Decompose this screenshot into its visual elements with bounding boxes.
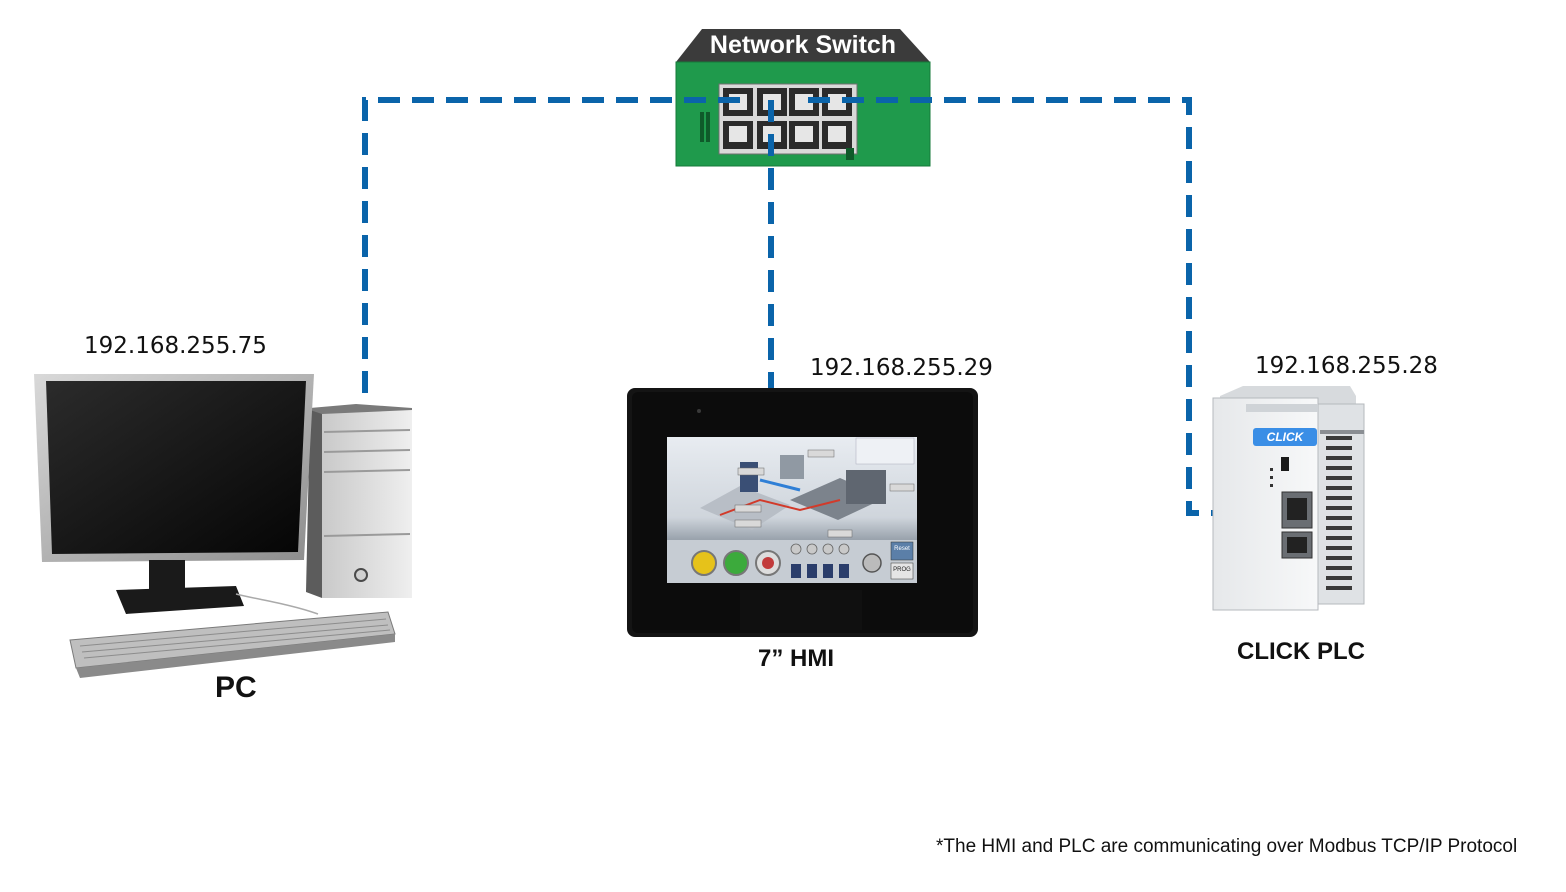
hmi-label: 7” HMI bbox=[758, 645, 835, 672]
switch-title: Network Switch bbox=[709, 31, 897, 59]
cable-pc bbox=[362, 97, 740, 405]
power-button-icon bbox=[354, 568, 368, 582]
switch-ports bbox=[718, 83, 858, 155]
yellow-button-icon bbox=[691, 550, 717, 576]
cable-plc bbox=[808, 97, 1297, 516]
hmi-ip-address: 192.168.255.29 bbox=[810, 355, 993, 381]
switch-status-leds bbox=[700, 112, 854, 160]
switch-header bbox=[676, 29, 930, 62]
green-button-icon bbox=[723, 550, 749, 576]
plc-terminal-block bbox=[1326, 436, 1352, 590]
pc-illustration bbox=[34, 374, 412, 678]
pc-monitor-screen bbox=[46, 381, 306, 554]
pc-ip-address: 192.168.255.75 bbox=[84, 333, 267, 359]
plc-label: CLICK PLC bbox=[1237, 638, 1365, 665]
plc-brand-text: CLICK bbox=[1266, 430, 1304, 444]
hmi-reset-button bbox=[890, 541, 914, 561]
hmi-reset-label: Reset bbox=[894, 546, 910, 552]
hmi-illustration bbox=[627, 388, 978, 637]
plc-ip-address: 192.168.255.28 bbox=[1255, 353, 1438, 379]
protocol-footnote: *The HMI and PLC are communicating over … bbox=[936, 836, 1518, 857]
plc-illustration bbox=[1212, 386, 1365, 611]
network-cables bbox=[362, 97, 1297, 516]
plc-brand-logo bbox=[1253, 428, 1317, 446]
monitor-stand bbox=[116, 586, 244, 614]
hmi-prog-label: PROG bbox=[893, 567, 911, 573]
pc-label: PC bbox=[215, 671, 257, 704]
hmi-prog-button bbox=[890, 562, 914, 580]
run-stop-switch bbox=[1281, 457, 1289, 471]
hmi-control-buttons bbox=[691, 543, 882, 578]
plc-status-leds bbox=[1270, 468, 1273, 487]
network-switch bbox=[675, 29, 931, 167]
